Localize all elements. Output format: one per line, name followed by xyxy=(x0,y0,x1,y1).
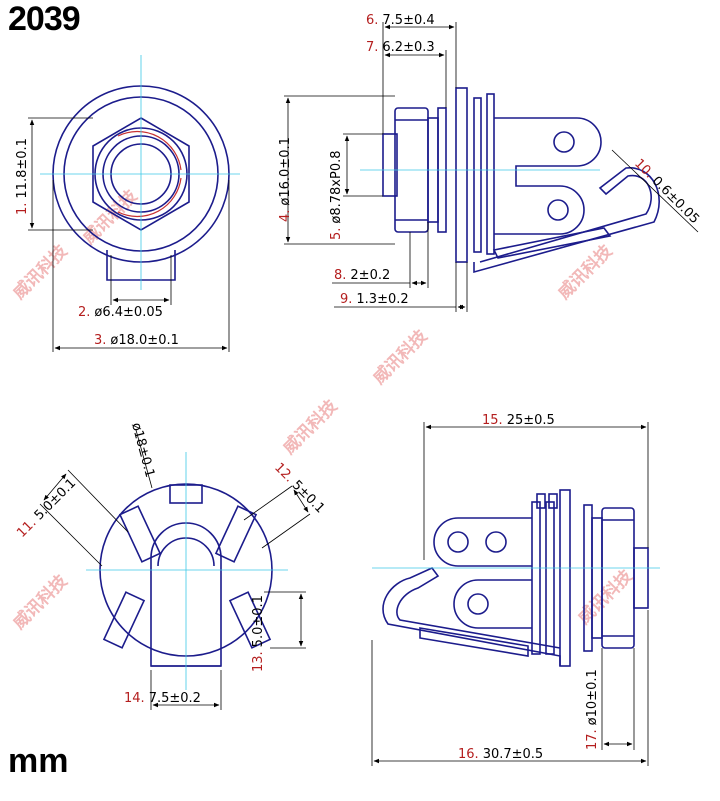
callout-11: 11.5.0±0.1 xyxy=(14,476,79,541)
watermark: 威讯科技 xyxy=(369,325,433,389)
callout-6: 6.7.5±0.4 xyxy=(366,13,435,28)
callout-14: 14.7.5±0.2 xyxy=(124,691,201,706)
front-view xyxy=(40,55,240,290)
callout-3: 3.ø18.0±0.1 xyxy=(94,333,179,348)
callout-10: 10.0.6±0.05 xyxy=(631,156,702,227)
unit-label: mm xyxy=(8,742,69,780)
callout-13: 13.5.0±0.1 xyxy=(251,595,266,672)
callout-8: 8.2±0.2 xyxy=(334,268,390,283)
rear-view xyxy=(86,452,288,690)
side-view-2 xyxy=(372,489,660,667)
rear-view-dims xyxy=(39,429,311,710)
callout-1: 1.11.8±0.1 xyxy=(15,138,30,215)
watermark: 威讯科技 xyxy=(9,570,73,634)
callout-2: 2.ø6.4±0.05 xyxy=(78,305,163,320)
callout-16: 16.30.7±0.5 xyxy=(458,747,543,762)
front-view-dims xyxy=(28,117,230,352)
watermark: 威讯科技 xyxy=(9,240,73,304)
watermark: 威讯科技 xyxy=(554,240,618,304)
side-view-dims xyxy=(284,22,699,312)
side-view xyxy=(360,87,660,274)
callout-12: 12.5±0.1 xyxy=(271,460,327,516)
side-view-2-dims xyxy=(371,422,649,766)
callout-7: 7.6.2±0.3 xyxy=(366,40,435,55)
callout-rear-diameter: ø18±0.1 xyxy=(128,421,157,479)
callout-5: 5.ø8.78xP0.8 xyxy=(329,150,344,240)
callout-9: 9.1.3±0.2 xyxy=(340,292,409,307)
callout-4: 4.ø16.0±0.1 xyxy=(278,137,293,222)
watermark: 威讯科技 xyxy=(279,395,343,459)
callout-17: 17.ø10±0.1 xyxy=(585,669,600,750)
model-number: 2039 xyxy=(8,0,81,38)
callout-15: 15.25±0.5 xyxy=(482,413,555,428)
